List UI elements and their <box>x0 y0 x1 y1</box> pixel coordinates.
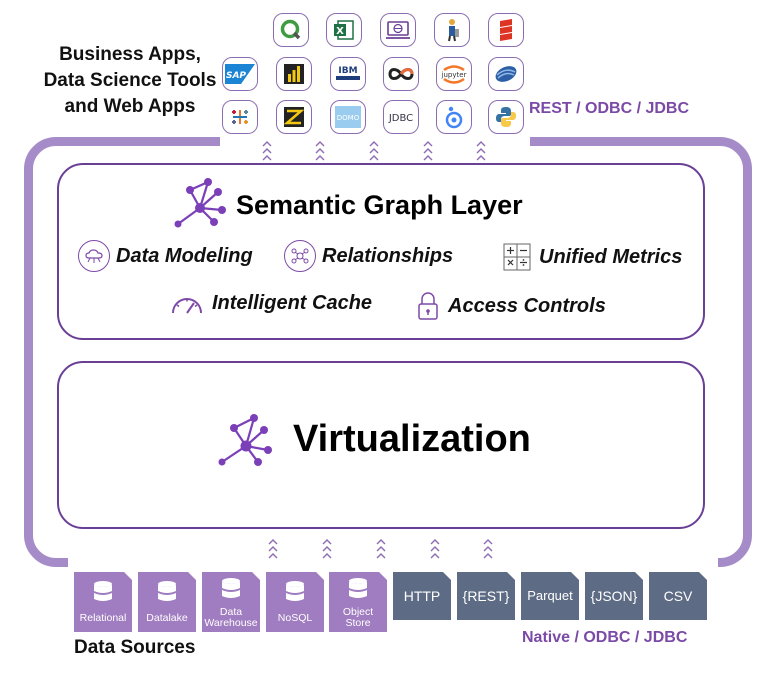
graph-network-icon <box>170 176 230 233</box>
format-label: {REST} <box>462 588 510 604</box>
jdbc-icon: JDBC <box>383 100 419 134</box>
speedometer-icon <box>170 293 204 315</box>
chevron-up-icon <box>313 139 327 163</box>
relationships-icon <box>284 240 316 272</box>
data-source-label: NoSQL <box>277 612 313 624</box>
excel-icon: X <box>326 13 362 47</box>
feature-relationships: Relationships <box>284 240 453 272</box>
data-source-csv: CSV <box>649 572 707 620</box>
feature-label: Intelligent Cache <box>212 292 373 314</box>
format-label: Parquet <box>527 588 573 603</box>
looker-icon <box>436 100 472 134</box>
data-source-object-store: Object Store <box>329 572 387 632</box>
scala-icon <box>488 13 524 47</box>
chevron-up-icon <box>374 537 388 561</box>
chevron-up-icon <box>260 139 274 163</box>
sap-icon: SAP <box>222 57 258 91</box>
python-icon <box>488 100 524 134</box>
domo-icon: DOMO <box>330 100 366 134</box>
virtualization-layer <box>57 361 705 529</box>
data-source-json: {JSON} <box>585 572 643 620</box>
tableau-icon <box>222 100 258 134</box>
web-app-icon <box>380 13 416 47</box>
frame-bottom-opening <box>68 548 718 568</box>
format-label: {JSON} <box>590 588 638 604</box>
semantic-graph-layer <box>57 163 705 340</box>
jupyter-icon: jupyter <box>436 57 472 91</box>
infinity-icon <box>383 57 419 91</box>
data-source-data-warehouse: Data Warehouse <box>202 572 260 632</box>
apps-label-line-3: and Web Apps <box>64 96 196 117</box>
frame-top-opening <box>220 131 530 153</box>
svg-text:JDBC: JDBC <box>388 113 413 124</box>
chevron-up-icon <box>428 537 442 561</box>
feature-label: Unified Metrics <box>539 245 683 268</box>
chevron-up-icon <box>367 139 381 163</box>
chevron-up-icon <box>474 139 488 163</box>
chevron-up-icon <box>320 537 334 561</box>
data-source-relational: Relational <box>74 572 132 632</box>
qlik-icon <box>273 13 309 47</box>
feature-label: Data Modeling <box>116 244 253 267</box>
ibm-cognos-icon: IBM <box>330 57 366 91</box>
svg-text:DOMO: DOMO <box>337 114 360 122</box>
apps-label-line-2: Data Science Tools <box>43 70 217 91</box>
data-source-label: Data Warehouse <box>204 606 258 629</box>
power-bi-icon <box>276 57 312 91</box>
svg-text:jupyter: jupyter <box>441 71 467 79</box>
padlock-icon <box>416 291 440 321</box>
apps-label: Business Apps, Data Science Tools and We… <box>30 42 230 120</box>
data-source-label: Object Store <box>342 606 374 629</box>
feature-access-controls: Access Controls <box>416 291 606 321</box>
format-label: CSV <box>663 588 693 604</box>
feature-label: Access Controls <box>448 294 606 317</box>
chevron-up-icon <box>481 537 495 561</box>
databricks-icon <box>488 57 524 91</box>
cloud-network-icon <box>78 240 110 272</box>
data-source-parquet: Parquet <box>521 572 579 620</box>
feature-data-modeling: Data Modeling <box>78 240 253 272</box>
data-source-datalake: Datalake <box>138 572 196 632</box>
svg-text:X: X <box>336 26 344 37</box>
data-source-rest: {REST} <box>457 572 515 620</box>
format-label: HTTP <box>403 588 441 604</box>
data-source-nosql: NoSQL <box>266 572 324 632</box>
svg-text:IBM: IBM <box>338 66 357 76</box>
feature-unified-metrics: Unified Metrics <box>503 243 682 271</box>
top-protocols-label: REST / ODBC / JDBC <box>529 100 690 117</box>
virtualization-title: Virtualization <box>293 418 531 460</box>
data-source-label: Datalake <box>146 612 188 624</box>
data-scientist-icon <box>434 13 470 47</box>
chevron-up-icon <box>421 139 435 163</box>
semantic-layer-title: Semantic Graph Layer <box>236 190 523 220</box>
feature-label: Relationships <box>322 244 454 267</box>
data-sources-label: Data Sources <box>74 637 196 658</box>
svg-text:SAP: SAP <box>226 71 246 81</box>
alteryx-icon <box>276 100 312 134</box>
feature-intelligent-cache: Intelligent Cache <box>170 292 372 315</box>
chevron-up-icon <box>266 537 280 561</box>
calculator-icon <box>503 243 531 271</box>
graph-network-icon <box>214 412 274 473</box>
data-source-label: Relational <box>79 612 127 624</box>
bottom-protocols-label: Native / ODBC / JDBC <box>522 629 688 646</box>
apps-label-line-1: Business Apps, <box>59 44 201 65</box>
data-source-http: HTTP <box>393 572 451 620</box>
